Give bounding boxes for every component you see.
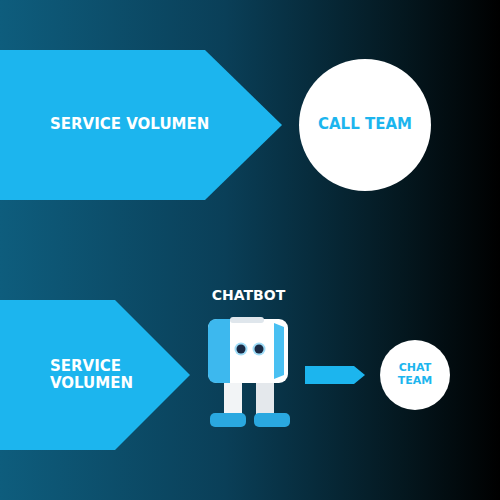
text-box: CHAT TEAM — [386, 340, 444, 410]
robot-eye — [255, 345, 264, 354]
robot-foot — [254, 413, 290, 427]
robot-ear — [274, 323, 284, 379]
robot-eye-ring — [253, 343, 266, 356]
node-label: SERVICE VOLUMEN — [50, 116, 225, 133]
flow-arrow-box: SERVICE VOLUMEN — [0, 300, 190, 450]
text-box: SERVICE VOLUMEN — [50, 300, 135, 450]
robot-outline — [200, 287, 297, 442]
node-label: CHAT TEAM — [386, 362, 444, 387]
robot-side-panel — [208, 319, 230, 383]
robot-eye-ring — [235, 343, 248, 356]
node-label: SERVICE VOLUMEN — [50, 358, 135, 393]
robot-eye — [237, 345, 246, 354]
chatbot-node: CHATBOT — [200, 287, 297, 442]
text-box: SERVICE VOLUMEN — [50, 50, 225, 200]
text-box: CALL TEAM — [305, 59, 425, 191]
flow-connector — [305, 366, 365, 384]
robot-top — [230, 317, 264, 323]
robot-leg — [256, 379, 274, 415]
node-heading: CHATBOT — [180, 287, 317, 303]
arrow-shape — [0, 300, 190, 450]
circle-shape — [380, 340, 450, 410]
robot-illustration — [208, 317, 290, 427]
robot-leg — [224, 379, 242, 415]
flow-arrow-box: SERVICE VOLUMEN — [0, 50, 282, 200]
text-box: CHATBOT — [180, 287, 317, 311]
team-circle: CALL TEAM — [299, 59, 431, 191]
node-label: CALL TEAM — [318, 116, 412, 133]
robot-foot — [210, 413, 246, 427]
team-circle: CHAT TEAM — [380, 340, 450, 410]
arrow-shape — [0, 50, 282, 200]
robot-head — [208, 319, 288, 383]
circle-shape — [299, 59, 431, 191]
